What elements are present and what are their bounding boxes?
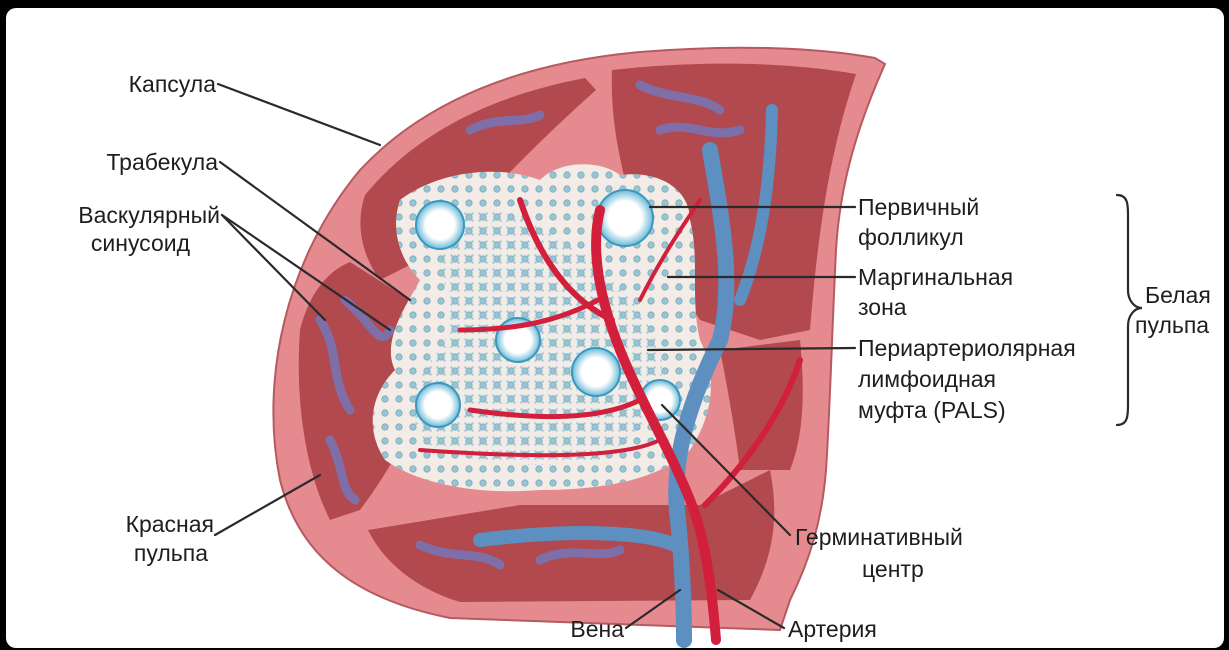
follicle xyxy=(416,201,464,249)
label-germinal-center-line1: Герминативный xyxy=(795,524,963,550)
label-capsule: Капсула xyxy=(129,71,217,97)
label-white-pulp-line1: Белая xyxy=(1145,282,1211,308)
label-pals-line3: муфта (PALS) xyxy=(858,397,1006,423)
label-primary-follicle-line2: фолликул xyxy=(858,224,964,250)
label-vascular-sinusoid-line1: Васкулярный xyxy=(78,202,220,228)
label-vascular-sinusoid-line2: синусоид xyxy=(91,230,191,256)
label-vein: Вена xyxy=(570,616,624,642)
follicle xyxy=(597,190,653,246)
label-artery: Артерия xyxy=(788,616,877,642)
label-marginal-zone-line2: зона xyxy=(858,294,907,320)
label-pals-line1: Периартериолярная xyxy=(858,335,1076,361)
label-white-pulp-line2: пульпа xyxy=(1135,312,1209,338)
label-trabecula: Трабекула xyxy=(106,149,218,175)
label-pals-line2: лимфоидная xyxy=(858,366,996,392)
label-primary-follicle-line1: Первичный xyxy=(858,194,979,220)
label-marginal-zone-line1: Маргинальная xyxy=(858,264,1013,290)
label-red-pulp-line1: Красная xyxy=(126,511,214,537)
label-red-pulp-line2: пульпа xyxy=(134,540,208,566)
follicle xyxy=(416,383,460,427)
label-germinal-center-line2: центр xyxy=(862,556,924,582)
follicle xyxy=(572,348,620,396)
